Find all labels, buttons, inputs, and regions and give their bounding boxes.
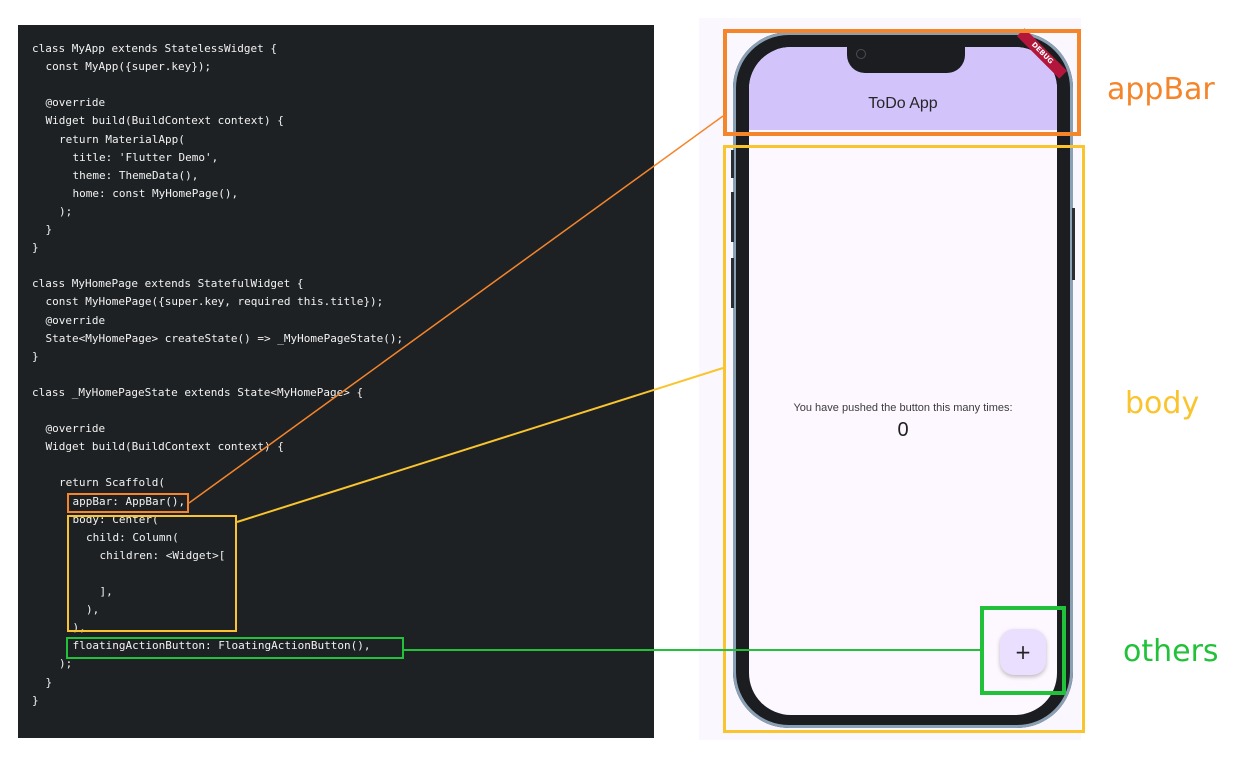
camera-icon bbox=[856, 49, 866, 59]
appbar-annotation-box bbox=[723, 29, 1081, 136]
phone-screen: ToDo App bbox=[749, 47, 1057, 715]
code-line: State<MyHomePage> createState() => _MyHo… bbox=[45, 331, 404, 345]
code-line: class _MyHomePageState extends State<MyH… bbox=[32, 385, 364, 399]
counter-value: 0 bbox=[897, 419, 909, 441]
body-code-highlight bbox=[67, 515, 237, 632]
phone-side-button bbox=[731, 150, 734, 178]
code-line: class MyHomePage extends StatefulWidget … bbox=[32, 277, 304, 291]
code-line: theme: ThemeData(), bbox=[72, 168, 199, 182]
code-line: ), bbox=[86, 603, 100, 617]
phone-side-button bbox=[731, 192, 734, 242]
floating-action-button[interactable]: + bbox=[1000, 629, 1046, 675]
body-connector bbox=[236, 367, 724, 523]
code-line: children: <Widget>[ bbox=[99, 548, 226, 562]
appbar-connector bbox=[188, 115, 724, 504]
code-line: ], bbox=[99, 585, 113, 598]
code-line: child: Column( bbox=[86, 530, 179, 544]
code-line: return MaterialApp( bbox=[59, 132, 185, 146]
code-line: } bbox=[45, 223, 53, 236]
body-annotation-box bbox=[723, 145, 1085, 733]
others-code-highlight bbox=[66, 637, 404, 659]
appbar-label: appBar bbox=[1107, 72, 1215, 107]
code-line: home: const MyHomePage(), bbox=[72, 186, 239, 200]
code-line: class MyApp extends StatelessWidget { bbox=[32, 42, 278, 55]
code-line: return Scaffold( bbox=[59, 476, 165, 490]
body-label: body bbox=[1125, 386, 1200, 421]
phone-side-button bbox=[731, 258, 734, 308]
code-line: @override bbox=[45, 313, 106, 327]
appbar-code-highlight bbox=[67, 493, 189, 513]
code-line: @override bbox=[45, 96, 106, 110]
code-line: appBar: AppBar(), bbox=[72, 494, 186, 508]
code-line: } bbox=[32, 241, 39, 255]
others-label: others bbox=[1123, 634, 1219, 669]
plus-icon: + bbox=[1014, 640, 1032, 664]
code-line: } bbox=[45, 675, 53, 689]
code-line: } bbox=[32, 349, 39, 363]
code-line: ); bbox=[59, 657, 73, 671]
code-line: const MyApp({super.key}); bbox=[45, 60, 212, 74]
phone-side-button bbox=[1072, 208, 1075, 280]
counter-label: You have pushed the button this many tim… bbox=[793, 402, 1013, 414]
code-line: } bbox=[32, 693, 39, 707]
code-line: @override bbox=[45, 422, 106, 436]
code-line: ); bbox=[59, 204, 73, 218]
others-annotation-box bbox=[980, 606, 1066, 695]
code-line: floatingActionButton: FloatingActionButt… bbox=[72, 639, 371, 653]
code-panel: class MyApp extends StatelessWidget { con… bbox=[18, 25, 654, 738]
code-line: Widget build(BuildContext context) { bbox=[45, 114, 284, 128]
app-bar-title: ToDo App bbox=[868, 95, 938, 112]
phone-notch bbox=[847, 41, 965, 73]
code-line: Widget build(BuildContext context) { bbox=[45, 440, 284, 454]
code-line: title: 'Flutter Demo', bbox=[72, 150, 219, 164]
code-line: const MyHomePage({super.key, required th… bbox=[45, 295, 384, 309]
